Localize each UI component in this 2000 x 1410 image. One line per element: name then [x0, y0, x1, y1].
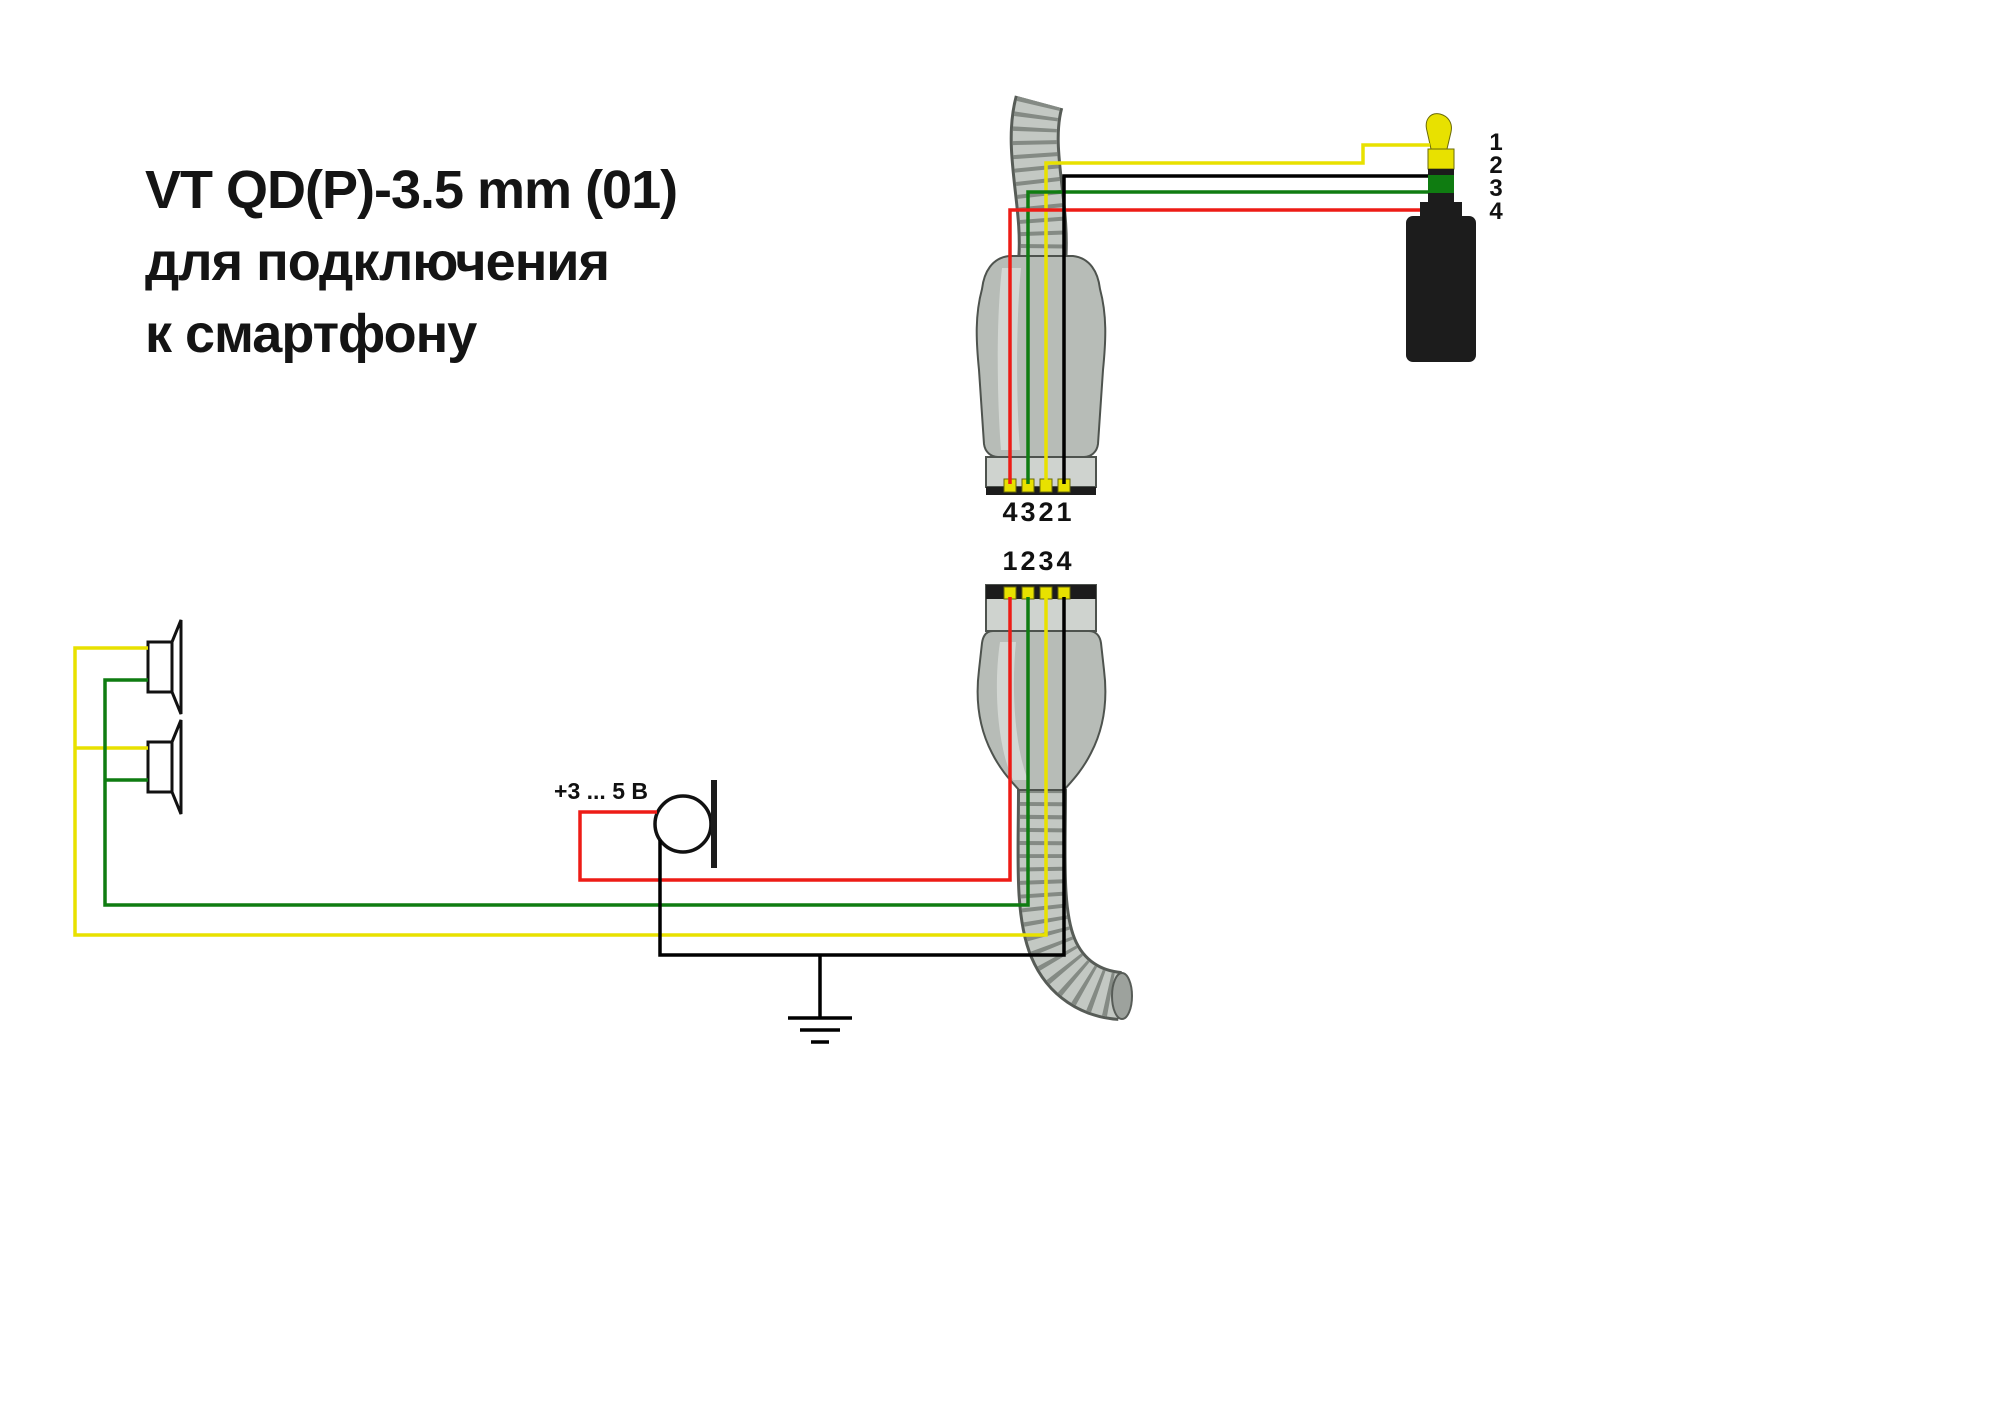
wire-black-mic-to-qd	[658, 597, 1066, 957]
pin-label: 3	[1020, 497, 1035, 527]
jack-3-5mm: 1 2 3 4	[1406, 113, 1503, 362]
mic-membrane	[711, 780, 717, 868]
jack-body	[1406, 216, 1476, 362]
speaker-2	[146, 719, 183, 815]
speaker-driver	[146, 740, 174, 794]
qd-top-body	[975, 255, 1107, 458]
pin-label: 3	[1038, 546, 1053, 576]
jack-ring2	[1427, 148, 1455, 170]
qd-connector-top: 4 3 2 1	[975, 95, 1107, 527]
wires-yellow	[73, 143, 1430, 937]
qd-top-contacts	[1003, 478, 1071, 493]
pin-label: 3	[1489, 175, 1502, 202]
pin-label: 1	[1002, 546, 1017, 576]
pin-label: 2	[1038, 497, 1053, 527]
wire-black-jack-to-qd	[1062, 174, 1428, 484]
pin-label: 2	[1020, 546, 1035, 576]
pin-label: 1	[1056, 497, 1071, 527]
pin-label: 1	[1489, 129, 1502, 156]
wires-green	[103, 190, 1428, 907]
wire-yellow-speakers-to-qd	[73, 597, 1048, 937]
jack-tip	[1425, 113, 1452, 150]
mic-voltage-label: +3 ... 5 В	[554, 778, 648, 804]
cable-end-cap	[1111, 972, 1133, 1020]
jack-tip-and-ring2	[1425, 113, 1455, 170]
title-line-1: VT QD(P)-3.5 mm (01)	[145, 160, 677, 220]
qd-bottom-cable	[1016, 788, 1133, 1021]
pin-label: 4	[1056, 546, 1071, 576]
microphone: +3 ... 5 В	[554, 778, 717, 868]
jack-sleeve-top	[1428, 193, 1454, 202]
title-line-2: для подключения	[145, 232, 609, 292]
qd-bottom-contacts	[1003, 586, 1071, 600]
speaker-driver	[146, 640, 174, 694]
jack-collar	[1420, 202, 1462, 216]
title-line-3: к смартфону	[145, 304, 477, 364]
wire-red-mic-to-qd	[578, 597, 1012, 882]
mic-capsule	[653, 794, 713, 854]
jack-ring3	[1428, 175, 1454, 193]
qd-bottom-highlight	[996, 642, 1028, 780]
wire-yellow-jack-to-qd	[1044, 143, 1430, 484]
qd-top-cable	[1009, 95, 1068, 265]
ground-symbol	[788, 955, 852, 1044]
pin-label: 4	[1489, 198, 1503, 225]
wires-black	[658, 174, 1428, 1044]
qd-bottom-body	[976, 630, 1107, 791]
wire-green-jack-to-qd	[1026, 190, 1428, 484]
speaker-1	[146, 619, 183, 715]
wires-red	[578, 208, 1420, 882]
jack-separator	[1428, 169, 1454, 175]
pin-label: 4	[1002, 497, 1017, 527]
wire-green-speakers-to-qd	[103, 597, 1030, 907]
pin-label: 2	[1489, 152, 1502, 179]
qd-connector-bottom: 1 2 3 4	[976, 546, 1133, 1021]
wire-red-jack-to-qd	[1008, 208, 1420, 484]
